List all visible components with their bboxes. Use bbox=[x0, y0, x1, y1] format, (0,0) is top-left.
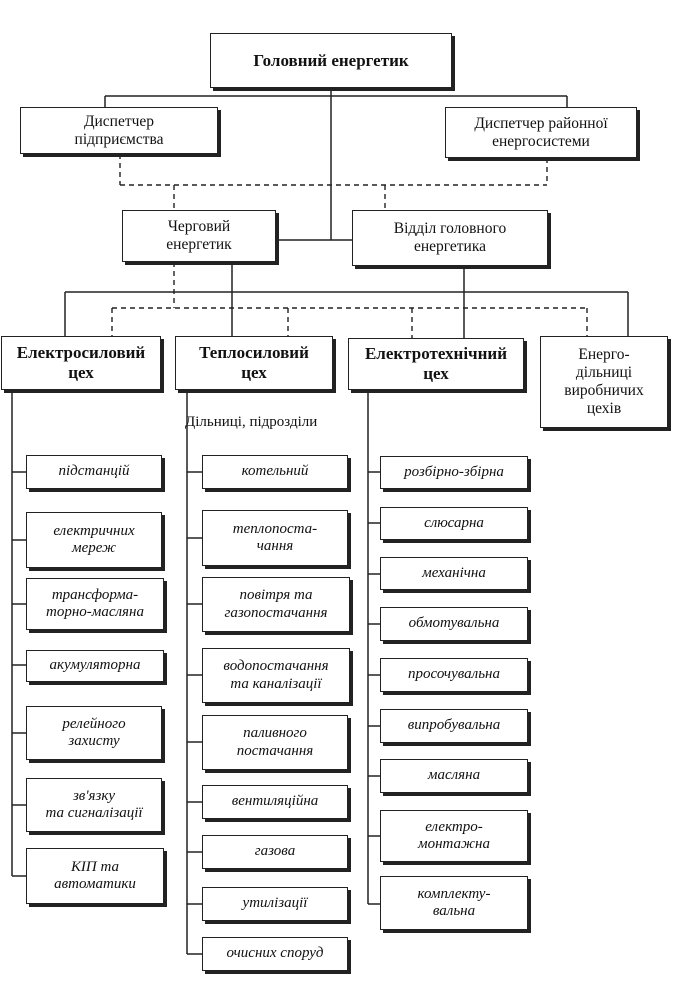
electrotech-unit: електро- монтажна bbox=[380, 810, 528, 862]
chief-energetic-label: Головний енергетик bbox=[253, 50, 409, 70]
power-unit: КІП та автоматики bbox=[26, 848, 164, 904]
heat-unit: водопостачання та каналізації bbox=[202, 648, 350, 703]
heat-unit: вентиляційна bbox=[202, 785, 348, 819]
electrotech-unit: комплекту- вальна bbox=[380, 876, 528, 930]
electrotech-shop-label: Електротехнічний цех bbox=[364, 344, 508, 383]
electrotech-shop-box: Електротехнічний цех bbox=[348, 338, 524, 390]
enterprise-dispatcher-label: Диспетчер підприємства bbox=[74, 112, 164, 148]
chief-energetic-box: Головний енергетик bbox=[210, 33, 452, 88]
heat-unit: газова bbox=[202, 835, 348, 869]
electrotech-unit: розбірно-збірна bbox=[380, 456, 528, 489]
subdivisions-label: Дільниці, підрозділи bbox=[185, 414, 318, 430]
power-unit: релейного захисту bbox=[26, 706, 162, 760]
heat-unit: очисних споруд bbox=[202, 937, 348, 971]
heat-shop-box: Теплосиловий цех bbox=[175, 336, 333, 390]
energy-sections-label: Енерго- дільниці виробничих цехів bbox=[564, 346, 644, 417]
chief-department-label: Відділ головного енергетика bbox=[393, 220, 507, 255]
electrotech-unit: масляна bbox=[380, 759, 528, 793]
heat-unit: повітря та газопостачання bbox=[202, 577, 350, 632]
enterprise-dispatcher-box: Диспетчер підприємства bbox=[20, 107, 218, 154]
power-unit: підстанцій bbox=[26, 455, 162, 489]
power-shop-label: Електросиловий цех bbox=[16, 343, 146, 382]
power-shop-box: Електросиловий цех bbox=[1, 336, 161, 390]
power-unit: електричних мереж bbox=[26, 512, 162, 568]
regional-dispatcher-box: Диспетчер районної енергосистеми bbox=[445, 107, 637, 158]
chief-department-box: Відділ головного енергетика bbox=[352, 210, 548, 266]
electrotech-unit: обмотувальна bbox=[380, 607, 528, 641]
electrotech-unit: слюсарна bbox=[380, 507, 528, 540]
heat-unit: утилізації bbox=[202, 887, 348, 921]
duty-energetic-box: Черговий енергетик bbox=[122, 210, 276, 262]
power-unit: трансформа- торно-масляна bbox=[26, 578, 164, 630]
heat-unit: котельний bbox=[202, 455, 348, 489]
power-unit: зв'язку та сигналізації bbox=[26, 778, 162, 832]
electrotech-unit: механічна bbox=[380, 557, 528, 590]
regional-dispatcher-label: Диспетчер районної енергосистеми bbox=[474, 114, 608, 150]
electrotech-unit: випробувальна bbox=[380, 709, 528, 743]
heat-shop-label: Теплосиловий цех bbox=[199, 343, 309, 382]
power-unit: акумуляторна bbox=[26, 650, 164, 682]
heat-unit: паливного постачання bbox=[202, 715, 348, 770]
heat-unit: теплопоста- чання bbox=[202, 510, 348, 566]
energy-sections-box: Енерго- дільниці виробничих цехів bbox=[540, 336, 668, 428]
duty-energetic-label: Черговий енергетик bbox=[166, 218, 232, 253]
electrotech-unit: просочувальна bbox=[380, 658, 528, 692]
